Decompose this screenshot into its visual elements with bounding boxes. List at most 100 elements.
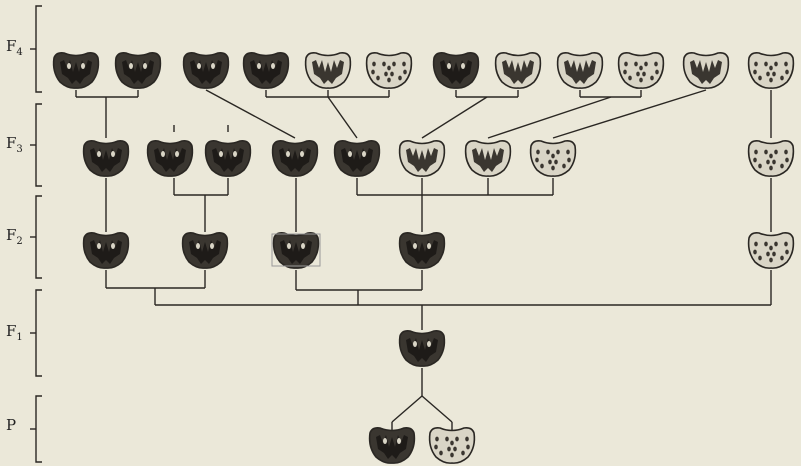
pattern-highlight [301, 243, 305, 249]
pattern-highlight [111, 151, 115, 157]
pattern-highlight [348, 151, 352, 157]
pattern-highlight [197, 63, 201, 69]
pattern-mark [564, 60, 596, 84]
pattern-spot [453, 446, 457, 452]
pattern-spot [402, 61, 406, 67]
individual-f2-5 [747, 232, 795, 269]
pattern-spot [784, 241, 788, 247]
pattern-spot [556, 149, 560, 155]
individual-f3-8 [529, 140, 577, 177]
pattern-highlight [362, 151, 366, 157]
pattern-spot [769, 257, 773, 263]
individual-f3-5 [333, 140, 381, 177]
connector-line [487, 96, 612, 139]
pattern-highlight [129, 63, 133, 69]
label-f1: F1 [6, 322, 23, 343]
pattern-highlight [161, 151, 165, 157]
pattern-spot [758, 75, 762, 81]
pattern-spot [753, 249, 757, 255]
pattern-spot [774, 61, 778, 67]
pattern-spot [403, 69, 407, 75]
label-p: P [6, 416, 17, 434]
pattern-highlight [257, 63, 261, 69]
pattern-spot [785, 69, 789, 75]
individual-f4-12 [747, 52, 795, 89]
pattern-spot [772, 159, 776, 165]
pattern-spot [769, 65, 773, 71]
label-f2: F2 [6, 226, 23, 247]
individual-f3-2 [146, 140, 194, 177]
pattern-spot [546, 149, 550, 155]
pattern-spot [562, 163, 566, 169]
pattern-spot [628, 75, 632, 81]
pattern-spot [774, 149, 778, 155]
pattern-spot [390, 71, 394, 77]
pattern-spot [769, 165, 773, 171]
pattern-mark [502, 60, 534, 84]
pattern-spot [372, 61, 376, 67]
pattern-spot [392, 61, 396, 67]
pattern-highlight [271, 63, 275, 69]
individual-f3-9 [747, 140, 795, 177]
individual-f3-4 [271, 140, 319, 177]
pattern-spot [639, 65, 643, 71]
connector-line [552, 89, 707, 139]
pattern-spot [445, 436, 449, 442]
pattern-highlight [300, 151, 304, 157]
label-f3: F3 [6, 134, 23, 155]
pattern-highlight [143, 63, 147, 69]
individual-p-1 [368, 427, 416, 464]
pattern-highlight [67, 63, 71, 69]
pattern-highlight [286, 151, 290, 157]
pattern-spot [769, 245, 773, 251]
pattern-spot [784, 61, 788, 67]
pattern-spot [466, 444, 470, 450]
pattern-spot [382, 61, 386, 67]
pattern-highlight [210, 243, 214, 249]
pattern-spot [551, 165, 555, 171]
pattern-spot [754, 61, 758, 67]
individual-f3-7 [464, 140, 512, 177]
pattern-spot [447, 446, 451, 452]
pattern-spot [455, 436, 459, 442]
pattern-spot [764, 149, 768, 155]
pattern-spot [371, 69, 375, 75]
individual-f3-1 [82, 140, 130, 177]
pattern-mark [406, 148, 438, 172]
pattern-spot [780, 75, 784, 81]
pattern-spot [636, 71, 640, 77]
pattern-spot [535, 157, 539, 163]
pattern-spot [387, 65, 391, 71]
pattern-spot [551, 153, 555, 159]
pattern-spot [764, 61, 768, 67]
individual-f2-4 [398, 232, 446, 269]
pattern-spot [753, 69, 757, 75]
individual-f4-2 [114, 52, 162, 89]
connector-line [421, 96, 488, 139]
pattern-highlight [427, 243, 431, 249]
individual-f4-4 [242, 52, 290, 89]
pattern-spot [753, 157, 757, 163]
pattern-spot [780, 255, 784, 261]
individual-f4-5 [304, 52, 352, 89]
pattern-spot [655, 69, 659, 75]
individual-f4-11 [682, 52, 730, 89]
pattern-highlight [97, 243, 101, 249]
individual-f4-9 [556, 52, 604, 89]
pattern-spot [624, 61, 628, 67]
pattern-spot [434, 444, 438, 450]
pattern-spot [772, 71, 776, 77]
pattern-spot [654, 61, 658, 67]
pattern-spot [435, 436, 439, 442]
pattern-spot [439, 450, 443, 456]
pattern-highlight [81, 63, 85, 69]
generation-bracket [35, 195, 42, 279]
pattern-spot [450, 452, 454, 458]
pattern-spot [623, 69, 627, 75]
pattern-spot [766, 71, 770, 77]
connector-line [327, 96, 358, 139]
pattern-highlight [383, 438, 387, 444]
pattern-highlight [111, 243, 115, 249]
pattern-spot [398, 75, 402, 81]
